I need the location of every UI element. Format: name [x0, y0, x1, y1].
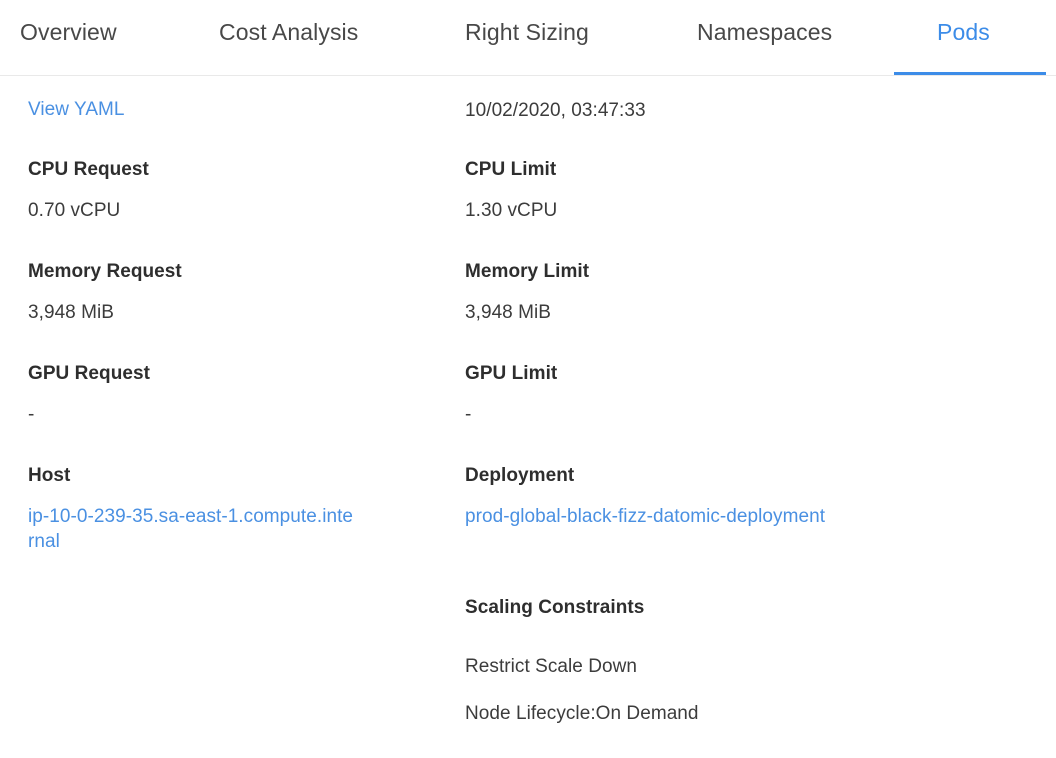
host-label: Host [28, 465, 71, 486]
cpu-limit-label: CPU Limit [465, 159, 557, 180]
pod-start-timestamp: 10/02/2020, 03:47:33 [465, 100, 646, 121]
tab-cost-analysis[interactable]: Cost Analysis [219, 19, 359, 45]
gpu-limit-value: - [465, 404, 472, 425]
deployment-link[interactable]: prod-global-black-fizz-datomic-deploymen… [465, 506, 826, 527]
tab-pods[interactable]: Pods [937, 19, 990, 45]
gpu-limit-label: GPU Limit [465, 363, 558, 384]
tab-namespaces[interactable]: Namespaces [697, 19, 833, 45]
host-link[interactable]: ip-10-0-239-35.sa-east-1.compute.interna… [28, 506, 354, 552]
tab-right-sizing[interactable]: Right Sizing [465, 19, 589, 45]
tab-overview[interactable]: Overview [20, 19, 117, 45]
memory-limit-value: 3,948 MiB [465, 302, 551, 323]
memory-request-label: Memory Request [28, 261, 182, 282]
pod-detail-panel: View YAML CPU Request 0.70 vCPU Memory R… [0, 76, 1056, 758]
cpu-request-label: CPU Request [28, 159, 149, 180]
gpu-request-label: GPU Request [28, 363, 150, 384]
active-tab-indicator [894, 72, 1046, 75]
scaling-constraint-node-lifecycle: Node Lifecycle:On Demand [465, 703, 699, 724]
gpu-request-value: - [28, 404, 35, 425]
view-yaml-link[interactable]: View YAML [28, 99, 125, 120]
deployment-label: Deployment [465, 465, 575, 486]
tab-bar: Overview Cost Analysis Right Sizing Name… [0, 0, 1056, 76]
cpu-request-value: 0.70 vCPU [28, 200, 121, 221]
memory-request-value: 3,948 MiB [28, 302, 114, 323]
memory-limit-label: Memory Limit [465, 261, 590, 282]
scaling-constraint-restrict-scale-down: Restrict Scale Down [465, 656, 638, 677]
scaling-constraints-label: Scaling Constraints [465, 597, 645, 618]
cpu-limit-value: 1.30 vCPU [465, 200, 558, 221]
